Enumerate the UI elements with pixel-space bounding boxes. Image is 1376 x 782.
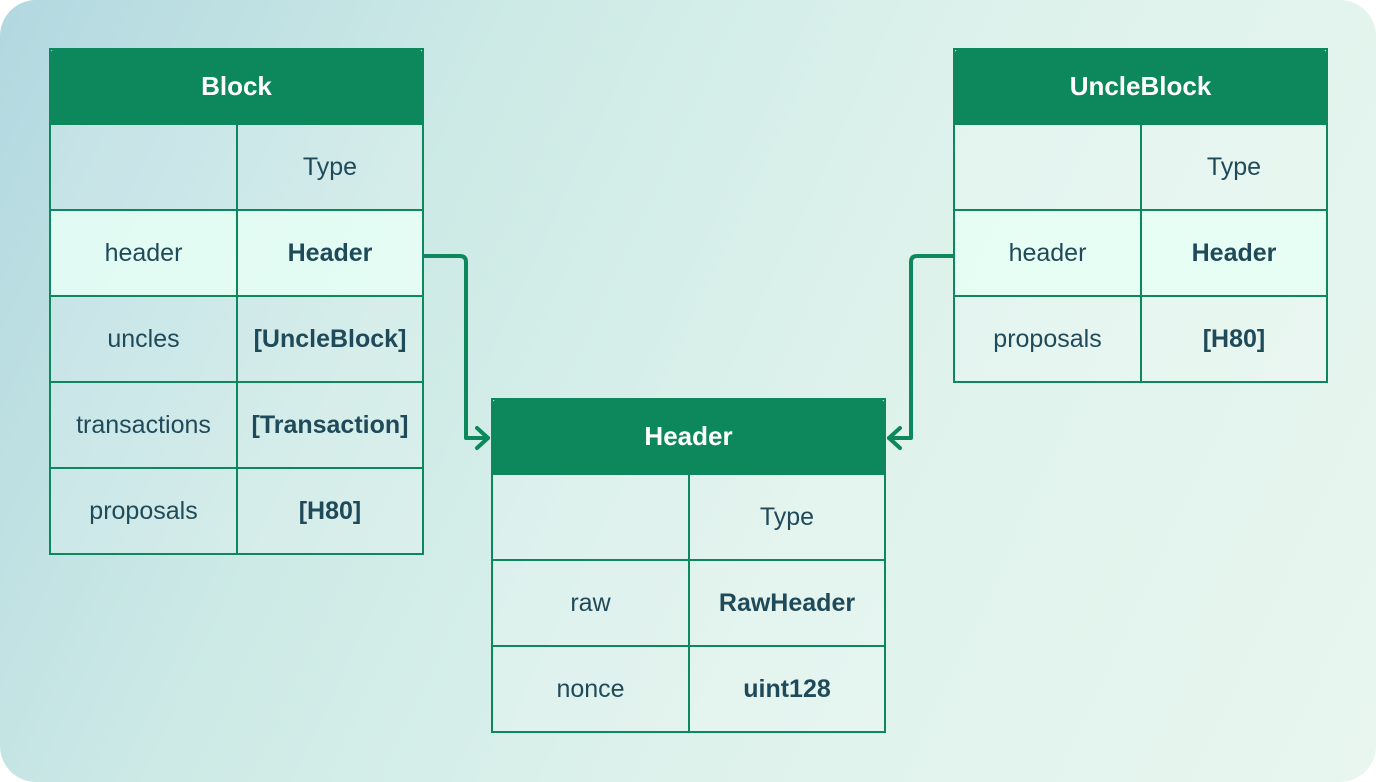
block-field-header-cell bbox=[49, 123, 238, 211]
header-table: Header Type raw RawHeader nonce uint128 bbox=[491, 398, 886, 733]
block-field-cell: proposals bbox=[49, 467, 238, 555]
uncle-field-header-cell bbox=[953, 123, 1142, 211]
block-type-cell: Header bbox=[236, 209, 424, 297]
header-table-title: Header bbox=[491, 398, 886, 475]
table-row: uncles [UncleBlock] bbox=[49, 295, 424, 383]
uncle-block-table: UncleBlock Type header Header proposals … bbox=[953, 48, 1328, 383]
header-field-cell: nonce bbox=[491, 645, 690, 733]
block-field-cell: transactions bbox=[49, 381, 238, 469]
uncle-type-cell: [H80] bbox=[1140, 295, 1328, 383]
block-field-cell: uncles bbox=[49, 295, 238, 383]
header-field-cell: raw bbox=[491, 559, 690, 647]
header-field-header-cell bbox=[491, 473, 690, 561]
block-type-cell: [H80] bbox=[236, 467, 424, 555]
header-type-cell: uint128 bbox=[688, 645, 886, 733]
uncle-type-cell: Header bbox=[1140, 209, 1328, 297]
arrowhead-block-to-header bbox=[475, 426, 490, 450]
uncle-field-cell: header bbox=[953, 209, 1142, 297]
header-type-cell: RawHeader bbox=[688, 559, 886, 647]
table-row: raw RawHeader bbox=[491, 559, 886, 647]
table-row: proposals [H80] bbox=[953, 295, 1328, 383]
uncle-field-cell: proposals bbox=[953, 295, 1142, 383]
connector-uncle-header-to-header bbox=[887, 254, 955, 440]
block-table-title: Block bbox=[49, 48, 424, 125]
block-type-header-cell: Type bbox=[236, 123, 424, 211]
block-type-cell: [UncleBlock] bbox=[236, 295, 424, 383]
block-field-cell: header bbox=[49, 209, 238, 297]
uncle-block-table-title: UncleBlock bbox=[953, 48, 1328, 125]
header-type-header-cell: Type bbox=[688, 473, 886, 561]
table-row: header Header bbox=[49, 209, 424, 297]
block-type-cell: [Transaction] bbox=[236, 381, 424, 469]
table-row: nonce uint128 bbox=[491, 645, 886, 733]
uncle-type-header-cell: Type bbox=[1140, 123, 1328, 211]
table-row: transactions [Transaction] bbox=[49, 381, 424, 469]
table-row: header Header bbox=[953, 209, 1328, 297]
connector-block-header-to-header bbox=[422, 254, 490, 440]
arrowhead-uncle-to-header bbox=[887, 426, 902, 450]
block-table: Block Type header Header uncles [UncleBl… bbox=[49, 48, 424, 555]
table-row: proposals [H80] bbox=[49, 467, 424, 555]
